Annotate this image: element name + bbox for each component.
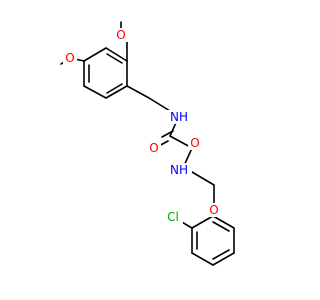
bond: [212, 221, 230, 232]
atom-label-oxygen: O: [190, 136, 199, 150]
atom-label-nitrogen: NH: [170, 163, 188, 177]
atom-label-chlorine: Cl: [167, 210, 179, 224]
bond: [106, 83, 123, 94]
bond: [83, 47, 107, 62]
bond: [126, 85, 150, 99]
bond: [148, 97, 171, 112]
atom-oxygen: O: [147, 141, 161, 155]
bond: [105, 47, 128, 62]
bond: [83, 85, 107, 99]
atom-label-oxygen: O: [116, 28, 125, 42]
molecule-structure: O O NH O O NH O Cl: [60, 21, 235, 266]
bond: [212, 249, 230, 260]
bond: [212, 215, 235, 229]
bond: [106, 53, 123, 64]
atom-label-nitrogen: NH: [170, 110, 188, 124]
atom-label-oxygen: O: [149, 141, 158, 155]
atom-oxygen: O: [207, 203, 221, 217]
atom-chlorine: Cl: [163, 210, 183, 224]
atom-label-oxygen: O: [65, 51, 74, 65]
atom-nitrogen: NH: [166, 163, 192, 177]
bond: [191, 252, 214, 266]
atom-nitrogen: NH: [166, 110, 192, 124]
atom-labels: O O NH O O NH O Cl: [63, 28, 221, 224]
bond: [161, 130, 174, 138]
bond: [191, 215, 214, 229]
atom-oxygen: O: [63, 51, 77, 65]
bond: [105, 85, 128, 99]
atom-label-oxygen: O: [209, 203, 218, 217]
atom-oxygen: O: [114, 28, 128, 42]
bond: [212, 252, 235, 266]
atom-oxygen: O: [188, 136, 202, 150]
bond: [191, 171, 215, 186]
